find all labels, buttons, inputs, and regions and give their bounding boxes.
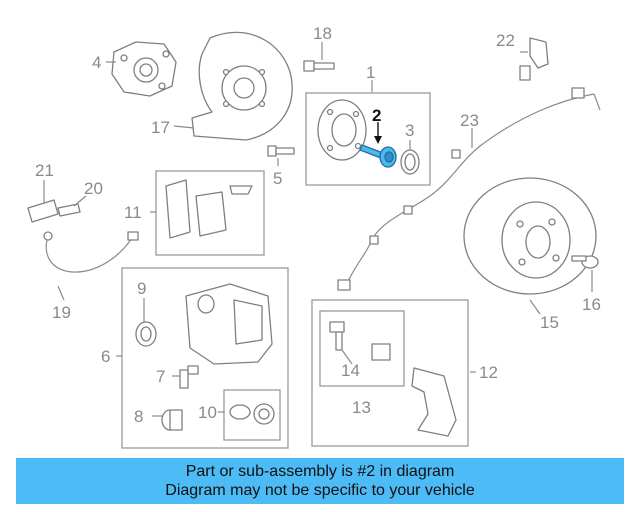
- callout-5: 5: [273, 169, 282, 188]
- part-1-hub-bearing: [317, 99, 367, 161]
- group-box-13: [319, 310, 405, 387]
- part-12-caliper-bracket: [411, 367, 457, 437]
- part-21-bracket: [27, 199, 59, 223]
- callout-1: 1: [366, 63, 375, 82]
- callout-11: 11: [124, 203, 142, 222]
- part-5-bolt: [267, 145, 295, 157]
- part-15-brake-disc: [463, 177, 597, 295]
- callout-19: 19: [52, 303, 71, 322]
- group-box-12: [311, 299, 469, 447]
- part-17-splash-shield: [191, 31, 293, 141]
- part-10-seal-kit: [229, 403, 275, 425]
- part-18-bolt: [303, 60, 335, 72]
- parts-diagram: 1 2 3 4 5 6 7 8 9 10 11 12 13 14 15 16 1…: [27, 24, 601, 449]
- group-box-10: [223, 389, 281, 441]
- part-16-screw: [571, 255, 599, 269]
- part-2-wheel-bolt: [359, 144, 397, 168]
- callout-22: 22: [496, 31, 515, 50]
- part-11-brake-pads: [165, 179, 253, 239]
- callout-9: 9: [137, 279, 146, 298]
- part-3-ring: [400, 149, 420, 175]
- callout-6: 6: [101, 347, 110, 366]
- callout-15: 15: [540, 313, 559, 332]
- part-20-clip: [57, 203, 81, 217]
- part-7-bleeder: [179, 365, 199, 389]
- part-6-caliper: [185, 283, 273, 365]
- part-23-abs-harness: [337, 87, 601, 291]
- callout-7: 7: [156, 367, 165, 386]
- info-banner: Part or sub-assembly is #2 in diagram Di…: [16, 458, 624, 504]
- part-4-hub-carrier: [111, 41, 177, 97]
- group-box-1: [305, 92, 431, 186]
- banner-line-part: Part or sub-assembly is #2 in diagram: [185, 463, 455, 480]
- banner-line-disclaimer: Diagram may not be specific to your vehi…: [165, 482, 475, 499]
- callout-18: 18: [313, 24, 332, 43]
- part-9-boot: [135, 321, 157, 347]
- callout-12: 12: [479, 363, 498, 382]
- callout-10: 10: [198, 403, 217, 422]
- callout-14: 14: [341, 361, 360, 380]
- callout-20: 20: [84, 179, 103, 198]
- part-14-guide-pin: [329, 321, 391, 361]
- callout-2-highlighted: 2: [372, 106, 381, 125]
- callout-3: 3: [405, 121, 414, 140]
- callout-23: 23: [460, 111, 479, 130]
- part-19-wear-sensor: [43, 231, 139, 273]
- callout-13: 13: [352, 398, 371, 417]
- callout-17: 17: [151, 118, 170, 137]
- part-22-speed-sensor: [519, 37, 549, 81]
- callout-16: 16: [582, 295, 601, 314]
- group-box-6: [121, 267, 289, 449]
- callout-21: 21: [35, 161, 54, 180]
- part-8-bushing: [161, 409, 183, 431]
- callout-4: 4: [92, 53, 101, 72]
- callout-8: 8: [134, 407, 143, 426]
- group-box-11: [155, 170, 265, 256]
